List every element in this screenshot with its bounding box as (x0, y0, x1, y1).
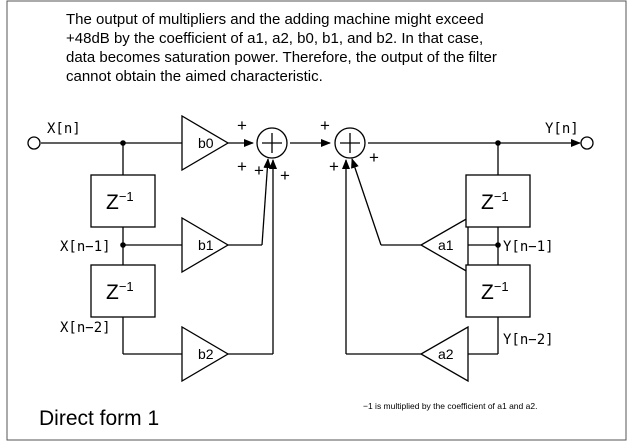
delay-block-right-2 (465, 264, 531, 318)
multiplier-b0 (181, 114, 230, 172)
junction-dot (120, 242, 126, 248)
delay-label: Z−1 (106, 189, 134, 214)
signal-label-y-n1: Y[n−1] (503, 239, 554, 255)
output-terminal (580, 136, 594, 150)
signal-wires (41, 139, 581, 355)
signal-label-x-n1: X[n−1] (60, 239, 111, 255)
label-b1: b1 (198, 237, 214, 253)
plus-sign: + (237, 116, 247, 135)
plus-sign: + (369, 148, 379, 167)
label-b0: b0 (198, 135, 214, 151)
diagram-frame (6, 0, 627, 441)
multiplier-b1 (181, 216, 230, 274)
summer-feedforward (256, 127, 288, 159)
multiplier-a1 (419, 216, 469, 274)
plus-sign: + (237, 157, 247, 176)
junction-dot (495, 140, 501, 146)
overflow-note: The output of multipliers and the adding… (66, 11, 497, 85)
footnote: −1 is multiplied by the coefficient of a… (363, 401, 537, 411)
plus-sign: + (320, 116, 330, 135)
junction-dot (495, 242, 501, 248)
multiplier-a2 (419, 325, 469, 383)
signal-label-x-n2: X[n−2] (60, 320, 111, 336)
label-b2: b2 (198, 346, 214, 362)
signal-label-y-n: Y[n] (545, 121, 579, 137)
multiplier-b2 (181, 325, 230, 383)
junction-dot (120, 140, 126, 146)
summer-feedback (334, 127, 366, 159)
caption: Direct form 1 (39, 407, 159, 430)
delay-label: Z−1 (106, 279, 134, 304)
signal-label-y-n2: Y[n−2] (503, 332, 554, 348)
delay-label: Z−1 (481, 279, 509, 304)
plus-sign: + (280, 166, 290, 185)
label-a2: a2 (438, 346, 454, 362)
signal-label-x-n: X[n] (47, 121, 81, 137)
delay-block-left-2 (90, 264, 156, 318)
delay-block-right-1 (465, 174, 531, 228)
label-a1: a1 (438, 237, 454, 253)
delay-label: Z−1 (481, 189, 509, 214)
plus-sign: + (254, 161, 264, 180)
input-terminal (27, 136, 41, 150)
plus-sign: + (329, 157, 339, 176)
delay-block-left-1 (90, 174, 156, 228)
